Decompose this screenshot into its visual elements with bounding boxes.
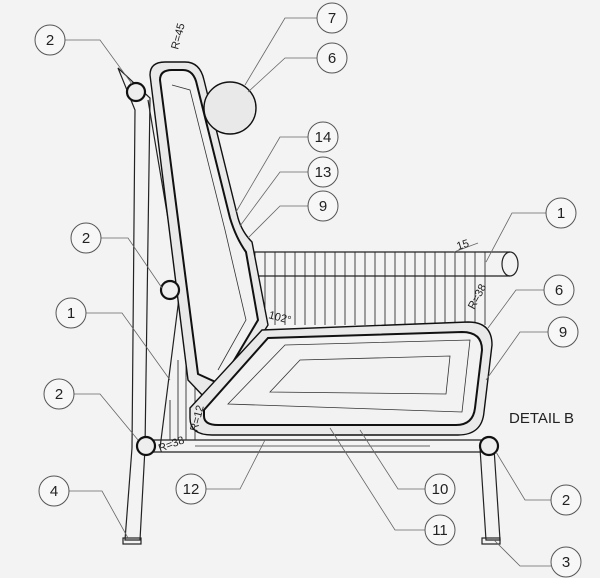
headrest-roll xyxy=(203,81,257,135)
backrest-cushion xyxy=(149,61,269,403)
svg-text:12: 12 xyxy=(183,481,200,498)
callout-2-lower-left: 2 xyxy=(43,378,75,410)
frame-legs xyxy=(117,67,501,545)
svg-text:1: 1 xyxy=(67,305,75,322)
svg-text:2: 2 xyxy=(55,386,63,403)
svg-text:7: 7 xyxy=(328,10,336,27)
callout-2-top-left: 2 xyxy=(34,24,66,56)
dim-r38-right: R=38 xyxy=(466,282,489,311)
callout-11: 11 xyxy=(424,514,456,546)
callout-2-right: 2 xyxy=(550,484,582,516)
svg-text:9: 9 xyxy=(319,198,327,215)
svg-text:6: 6 xyxy=(555,282,563,299)
callout-1-right: 1 xyxy=(545,197,577,229)
dim-15: 15 xyxy=(455,238,470,253)
svg-text:4: 4 xyxy=(50,483,58,500)
callout-14: 14 xyxy=(307,121,339,153)
svg-text:9: 9 xyxy=(559,324,567,341)
callout-12: 12 xyxy=(175,473,207,505)
top-rail-tube xyxy=(250,251,519,277)
callout-6-right: 6 xyxy=(543,274,575,306)
tube-bottom-left xyxy=(135,435,157,457)
svg-text:2: 2 xyxy=(82,230,90,247)
detail-title: DETAIL B xyxy=(509,410,574,427)
callout-1-left: 1 xyxy=(55,297,87,329)
svg-text:3: 3 xyxy=(562,554,570,571)
tube-middle-left xyxy=(159,279,181,301)
frame-tubes xyxy=(125,81,500,457)
leader-lines xyxy=(65,17,551,567)
svg-text:14: 14 xyxy=(315,129,332,146)
dim-angle: 102° xyxy=(267,309,292,326)
svg-text:10: 10 xyxy=(432,481,449,498)
svg-text:11: 11 xyxy=(432,522,448,539)
svg-text:6: 6 xyxy=(328,50,336,67)
callout-9-top: 9 xyxy=(307,190,339,222)
callout-2-middle: 2 xyxy=(70,222,102,254)
callout-13: 13 xyxy=(307,156,339,188)
svg-text:2: 2 xyxy=(46,32,54,49)
svg-text:13: 13 xyxy=(315,164,332,181)
callout-6-top: 6 xyxy=(316,42,348,74)
dim-r45: R=45 xyxy=(169,22,187,51)
svg-text:2: 2 xyxy=(562,492,570,509)
callout-9-right: 9 xyxy=(547,316,579,348)
callout-3: 3 xyxy=(550,546,582,578)
callout-7: 7 xyxy=(316,2,348,34)
tube-top-left xyxy=(125,81,147,103)
callouts: 2 7 6 14 13 9 2 1 2 4 12 11 10 2 3 9 6 1 xyxy=(34,2,582,578)
tube-bottom-right xyxy=(478,435,500,457)
callout-4: 4 xyxy=(38,475,70,507)
svg-text:1: 1 xyxy=(557,205,565,222)
seat-cushion xyxy=(189,321,493,436)
base-rail xyxy=(146,439,488,453)
callout-10: 10 xyxy=(424,473,456,505)
